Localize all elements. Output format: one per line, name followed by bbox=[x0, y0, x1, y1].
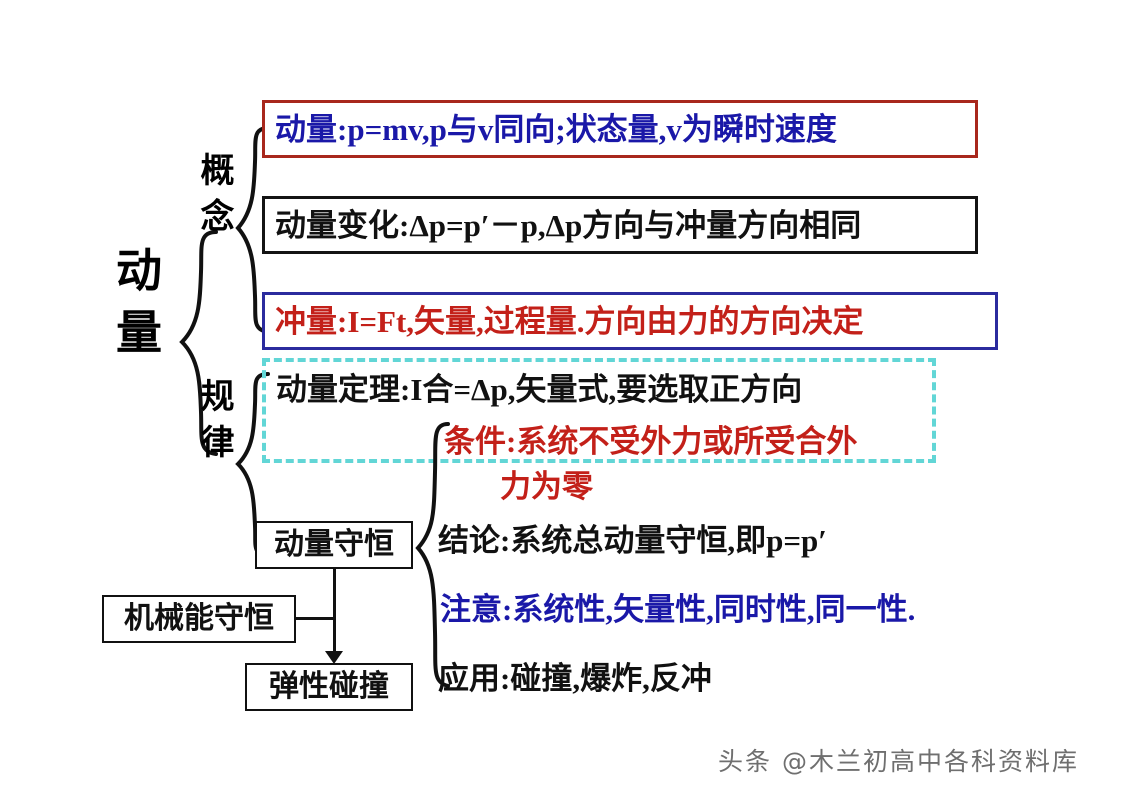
conservation-brace bbox=[410, 420, 452, 690]
root-brace bbox=[168, 228, 220, 458]
concept-box-impulse: 冲量:I=Ft,矢量,过程量.方向由力的方向决定 bbox=[262, 292, 998, 350]
connector-conservation-to-collision bbox=[333, 569, 336, 655]
item-conclusion: 结论:系统总动量守恒,即p=p′ bbox=[438, 523, 827, 558]
group-label-law: 规律 bbox=[195, 378, 232, 470]
connector-mechanical-energy bbox=[296, 617, 334, 620]
law-box-momentum-theorem: 动量定理:I合=Δp,矢量式,要选取正方向 bbox=[262, 358, 936, 463]
concept-box-momentum: 动量:p=mv,p与v同向;状态量,v为瞬时速度 bbox=[262, 100, 978, 158]
item-condition-line1: 条件:系统不受外力或所受合外 bbox=[444, 424, 858, 459]
item-applications: 应用:碰撞,爆炸,反冲 bbox=[438, 661, 712, 696]
item-condition-line2: 力为零 bbox=[500, 469, 593, 504]
item-notes: 注意:系统性,矢量性,同时性,同一性. bbox=[440, 592, 916, 627]
concept-box-momentum-change: 动量变化:Δp=p′－p,Δp方向与冲量方向相同 bbox=[262, 196, 978, 254]
watermark: 头条 @木兰初高中各科资料库 bbox=[718, 747, 1079, 776]
box-momentum-conservation: 动量守恒 bbox=[255, 521, 413, 569]
arrowhead-down-icon bbox=[325, 651, 343, 664]
root-label-momentum: 动量 bbox=[110, 246, 161, 370]
box-mechanical-energy-conservation: 机械能守恒 bbox=[102, 595, 296, 643]
box-elastic-collision: 弹性碰撞 bbox=[245, 663, 413, 711]
concept-brace bbox=[228, 124, 272, 336]
group-label-concept: 概念 bbox=[195, 152, 232, 244]
